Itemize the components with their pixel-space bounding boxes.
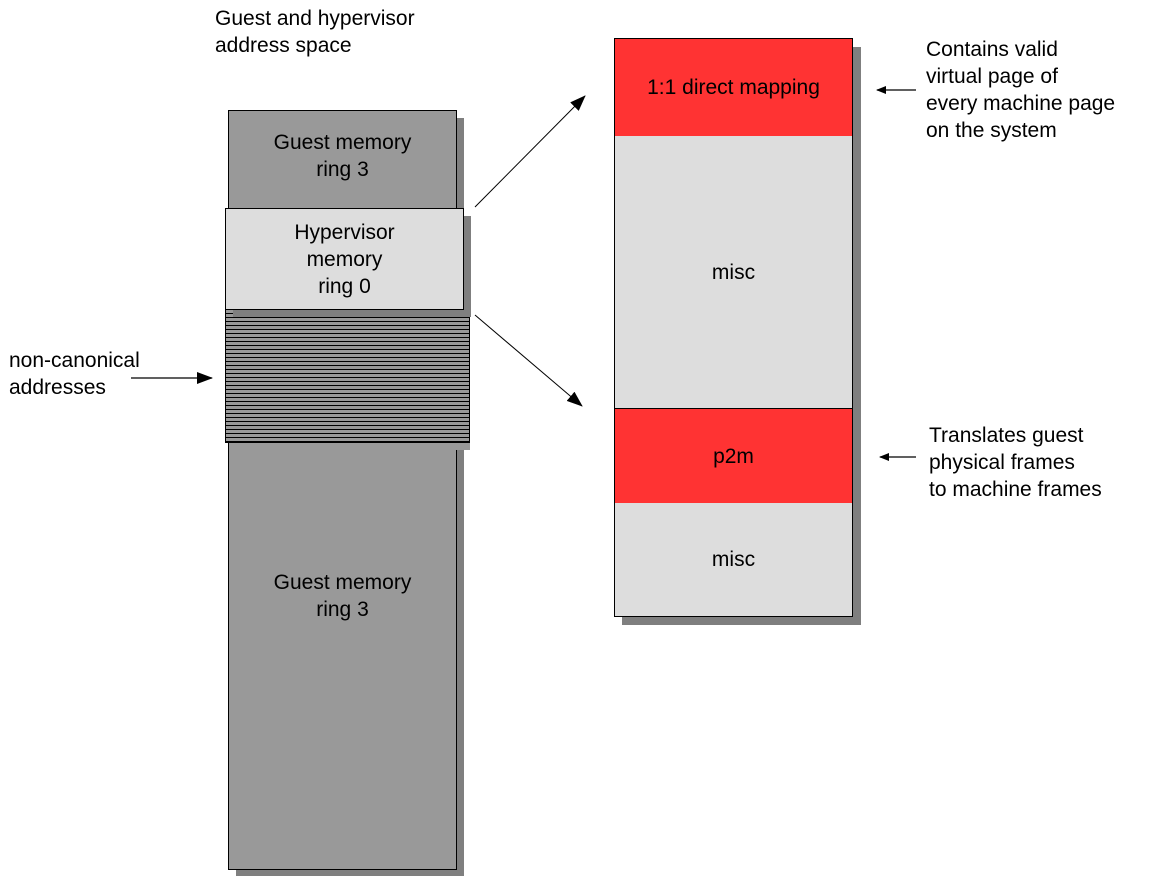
p2m-block: p2m (614, 408, 853, 504)
hypervisor-memory-block: Hypervisor memory ring 0 (225, 208, 464, 310)
p2m-note: Translates guest physical frames to mach… (929, 424, 1102, 501)
address-space-title: Guest and hypervisor address space (215, 7, 415, 57)
noncanonical-label: non-canonical addresses (9, 349, 140, 399)
hypervisor-memory-label: Hypervisor memory ring 0 (294, 220, 395, 298)
misc-upper-block: misc (614, 135, 853, 410)
guest-memory-top-label: Guest memory ring 3 (273, 131, 412, 181)
misc-lower-block: misc (614, 502, 853, 617)
direct-mapping-note: Contains valid virtual page of every mac… (926, 38, 1116, 142)
direct-mapping-label: 1:1 direct mapping (647, 76, 820, 99)
arrow-to-p2m (474, 314, 583, 407)
misc-lower-label: misc (711, 547, 756, 571)
arrow-to-direct-mapping (474, 95, 586, 208)
direct-mapping-block: 1:1 direct mapping (614, 38, 853, 137)
guest-memory-top-block: Guest memory ring 3 (228, 110, 457, 210)
noncanonical-region (225, 309, 470, 443)
p2m-label: p2m (713, 444, 754, 468)
guest-memory-bottom-label: Guest memory ring 3 (273, 571, 412, 621)
guest-memory-bottom-block: Guest memory ring 3 (228, 440, 457, 870)
misc-upper-label: misc (711, 260, 756, 284)
